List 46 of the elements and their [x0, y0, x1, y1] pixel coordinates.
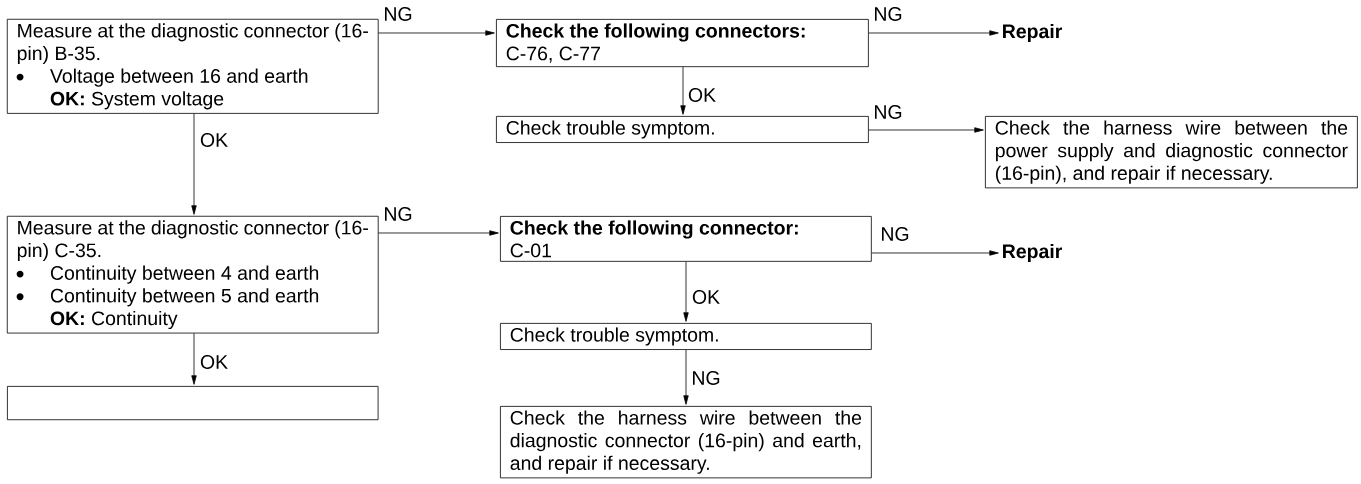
arrow — [191, 113, 197, 215]
heading-text: Check the following connector: — [510, 220, 798, 239]
edge-label: NG — [382, 205, 414, 223]
edge-label: NG — [872, 5, 904, 23]
process-box — [985, 116, 1358, 189]
instruction-text: Measure at the diagnostic connector (16-pin) B-35. — [17, 23, 368, 65]
process-box — [500, 323, 872, 350]
edge-label: NG — [872, 103, 904, 121]
arrow — [378, 30, 495, 36]
process-box — [6, 215, 379, 334]
process-box — [500, 216, 872, 262]
instruction-text: C-01 — [510, 243, 551, 258]
empty-box — [7, 386, 379, 421]
process-box — [500, 406, 872, 479]
arrow — [868, 127, 984, 133]
arrow — [680, 66, 686, 115]
result-text: Repair — [1003, 243, 1062, 263]
instruction-text: Check the harness wire between the diagnostic connector (16-pin) and earth, and repair if necessary. — [510, 410, 862, 474]
process-box — [496, 19, 869, 68]
edge-label: NG — [879, 225, 911, 243]
bullet-item: Voltage between 16 and earth — [16, 68, 308, 87]
edge-label: NG — [382, 5, 414, 23]
arrow — [378, 230, 499, 236]
criterion-text: OK: Continuity — [50, 310, 178, 330]
instruction-text: Measure at the diagnostic connector (16-pin) C-35. — [17, 220, 368, 262]
edge-label: OK — [686, 86, 718, 104]
heading-text: Check the following connectors: — [506, 23, 805, 42]
result-text: Repair — [1003, 23, 1062, 43]
edge-label: OK — [198, 131, 230, 149]
criterion-text: OK: System voltage — [50, 91, 224, 110]
arrow — [683, 261, 689, 322]
process-box — [496, 116, 869, 143]
bullet-item: Continuity between 4 and earth — [16, 265, 319, 284]
instruction-text: Check the harness wire between the power supply and diagnostic connector (16-pin), and repair if necessary. — [995, 120, 1348, 184]
instruction-text: Check trouble symptom. — [510, 327, 718, 346]
arrow — [191, 332, 197, 385]
process-box — [6, 18, 379, 114]
arrow — [683, 349, 689, 405]
edge-label: OK — [198, 353, 230, 371]
edge-label: OK — [690, 288, 722, 306]
arrow — [871, 250, 999, 256]
bullet-item: Continuity between 5 and earth — [16, 288, 319, 307]
instruction-text: Check trouble symptom. — [506, 120, 714, 139]
arrow — [868, 30, 999, 36]
instruction-text: C-76, C-77 — [506, 46, 600, 63]
edge-label: NG — [690, 369, 722, 387]
